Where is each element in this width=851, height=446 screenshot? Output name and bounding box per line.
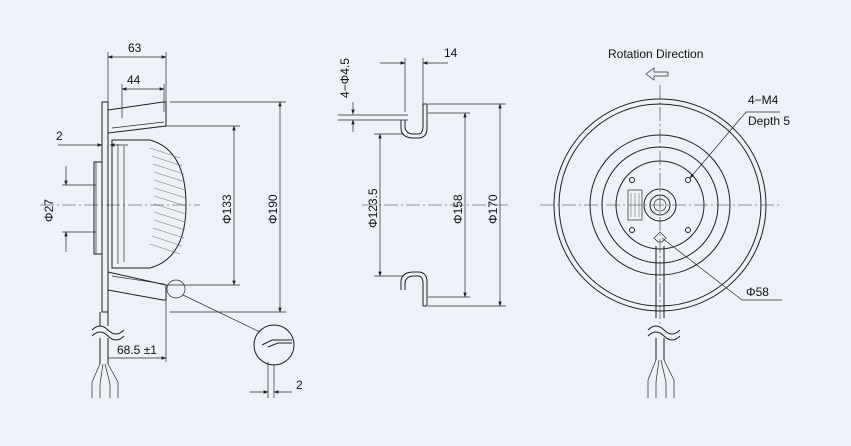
depth-label: Depth 5 (748, 114, 790, 128)
cable (91, 312, 125, 398)
detail-marker-circle (166, 279, 186, 299)
dim-holes-label: 4−Φ4.5 (338, 58, 352, 98)
dim-190-label: Φ190 (266, 194, 280, 224)
dim-cable-label: 68.5 ±1 (117, 343, 157, 357)
motor-body (111, 139, 187, 269)
thread-leader (689, 111, 747, 179)
motor-ribs (149, 147, 187, 255)
dim-27-label: Φ27 (42, 199, 56, 222)
rotation-direction-label: Rotation Direction (608, 47, 703, 61)
flange-top-profile (400, 104, 428, 139)
hub-leader (661, 237, 743, 301)
thread-label: 4−M4 (748, 93, 779, 107)
m4-hole (629, 177, 635, 183)
hub-dim-label: Φ58 (746, 285, 769, 299)
dim-133-label: Φ133 (220, 194, 234, 224)
cable-clip (653, 231, 667, 243)
dim-detail-label: 2 (296, 378, 303, 392)
detail-profile (267, 342, 292, 348)
flange-bottom-profile (404, 275, 424, 306)
motor-hub (93, 161, 103, 255)
front-cable (647, 325, 681, 398)
blade-line (111, 121, 165, 129)
flange-plate (101, 101, 109, 313)
dim-170-label: Φ170 (486, 194, 500, 224)
side-view: 63 44 2 Φ27 (40, 41, 303, 398)
m4-hole (629, 227, 635, 233)
housing-top (107, 101, 167, 134)
dim-14-label: 14 (444, 46, 458, 60)
flange-top-profile (404, 104, 424, 135)
detail-profile (261, 339, 292, 346)
front-view: Rotation Direction 4−M4 Depth 5 (540, 47, 790, 398)
section-view: 4−Φ4.5 14 Φ123.5 Φ158 Φ170 (338, 46, 510, 307)
housing-bottom (107, 271, 167, 301)
dim-44-label: 44 (127, 73, 141, 87)
flange-bottom-profile (400, 271, 428, 306)
detail-leader (182, 294, 261, 333)
dim-123-label: Φ123.5 (366, 188, 380, 228)
dim-158-label: Φ158 (451, 194, 465, 224)
rotation-arrow-icon (645, 67, 669, 81)
m4-hole (685, 227, 691, 233)
dim-2-label: 2 (56, 129, 63, 143)
blade-line (111, 275, 165, 285)
m4-hole (685, 177, 691, 183)
dim-63-label: 63 (128, 41, 142, 55)
